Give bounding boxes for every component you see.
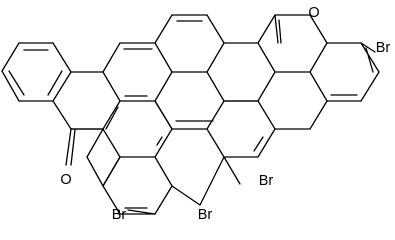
bond-line [223,156,241,185]
bond-line [206,14,225,44]
bond-line [206,100,225,130]
bond-line [171,185,201,206]
bond-line [86,128,104,158]
bond-line [86,156,104,187]
bond-line [52,71,72,102]
bond-line [257,100,276,130]
bond-line [105,106,119,130]
bond-line [52,42,72,73]
bond-line [154,71,173,102]
atom-label-bromine-top-right: Br [376,40,391,56]
bond-line [154,128,173,158]
bond-line [127,209,156,215]
bond-line [102,128,121,158]
bond-line [360,42,380,73]
bond-line [199,156,225,206]
bond-line [47,70,63,96]
atom-label-oxygen-left: O [60,172,71,188]
bond-line [360,71,380,102]
bond-line [65,128,72,166]
bond-line [206,71,225,102]
bond-line [52,100,72,130]
bond-line [257,42,276,73]
bond-line [274,14,279,44]
bond-line [102,100,121,130]
bond-line [70,129,76,166]
bond-line [360,42,376,53]
bond-line [309,14,328,44]
bond-line [257,14,276,44]
bond-line [154,42,173,73]
bond-line [309,71,328,102]
bond-line [309,42,328,73]
bond-line [278,19,282,44]
structure-canvas: O O Br Br Br Br [1,5,391,223]
bond-line [102,71,121,102]
molecule-structure-diagram: O O Br Br Br Br [1,5,391,223]
bond-line [253,136,264,152]
atom-label-bromine-center: Br [259,173,274,189]
atom-label-bromine-bottom-left: Br [112,207,127,223]
bond-line [257,71,276,102]
bond-line [156,136,163,146]
bond-lines [1,14,380,215]
atom-label-bromine-bottom-mid: Br [198,207,213,223]
bond-line [102,42,121,73]
bond-line [102,185,121,215]
bond-line [1,42,20,72]
atom-label-oxygen-top: O [308,5,319,21]
bond-line [206,42,225,73]
bond-line [8,70,25,96]
bond-line [102,156,121,187]
bond-line [206,128,225,158]
bond-line [154,14,173,44]
bond-line [154,185,173,215]
bond-line [154,156,173,187]
bond-line [1,70,20,102]
bond-line [257,128,276,158]
bond-line [309,100,328,130]
bond-line [365,47,374,73]
bond-line [154,100,173,130]
